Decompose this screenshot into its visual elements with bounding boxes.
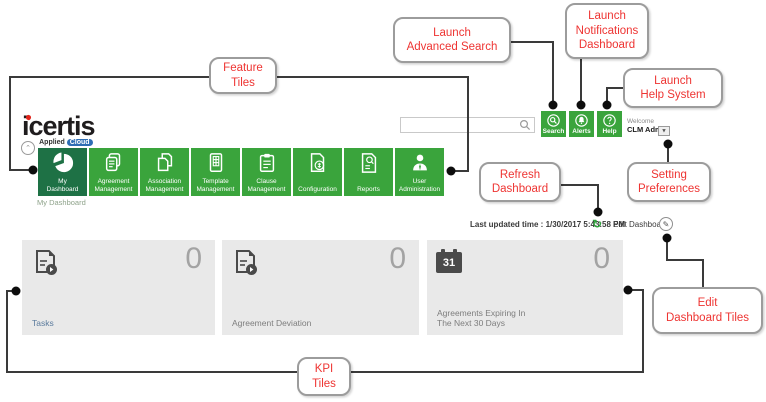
tile-label: User Administration: [398, 178, 441, 193]
chevron-down-icon: ▼: [662, 128, 666, 134]
agreement-docs-icon: [105, 153, 120, 172]
clipboard-icon: [259, 153, 274, 172]
bell-circle-icon: [575, 113, 588, 127]
alerts-button[interactable]: Alerts: [569, 111, 594, 137]
callout-kpi-tiles: KPI Tiles: [297, 357, 351, 396]
user-preferences-dropdown[interactable]: ▼: [658, 126, 670, 136]
advanced-search-connector: [511, 41, 554, 104]
connector-dot: [11, 286, 21, 296]
edit-tiles-connector: [666, 239, 704, 288]
task-document-icon: [36, 250, 57, 275]
callout-launch-help-system: Launch Help System: [623, 68, 723, 108]
tile-label: My Dashboard: [46, 178, 79, 193]
welcome-label: Welcome: [627, 118, 654, 125]
refresh-icon[interactable]: ↻: [592, 217, 603, 231]
task-document-icon: [236, 250, 257, 275]
calendar-icon: 31: [436, 249, 462, 273]
help-button-label: Help: [602, 127, 617, 135]
connector-dot: [28, 165, 38, 175]
search-icon: [519, 119, 531, 131]
tile-template-management[interactable]: Template Management: [191, 148, 240, 196]
refresh-dashboard-connector: [561, 184, 599, 211]
search-input[interactable]: [401, 120, 519, 130]
connector-dot: [663, 139, 673, 149]
tile-label: Clause Management: [247, 178, 286, 193]
icertis-logo: icertis Applied Cloud: [22, 111, 96, 146]
edit-dashboard-label: Edit Dashboard: [613, 220, 669, 229]
kpi-title: Tasks: [32, 318, 54, 328]
callout-refresh-dashboard: Refresh Dashboard: [479, 162, 561, 202]
connector-dot: [593, 207, 603, 217]
pie-chart-icon: [52, 152, 73, 173]
calendar-day: 31: [436, 252, 462, 273]
kpi-title: Agreements Expiring In The Next 30 Days: [437, 308, 526, 328]
tile-user-administration[interactable]: User Administration: [395, 148, 444, 196]
pencil-glyph: ✎: [662, 219, 670, 229]
user-icon: [412, 154, 427, 171]
tile-label: Agreement Management: [94, 178, 133, 193]
callout-edit-dashboard-tiles: Edit Dashboard Tiles: [652, 287, 763, 334]
connector-dot: [548, 100, 558, 110]
tile-agreement-management[interactable]: Agreement Management: [89, 148, 138, 196]
connector-dot: [446, 166, 456, 176]
pencil-icon[interactable]: ✎: [659, 217, 673, 231]
tile-configuration[interactable]: Configuration: [293, 148, 342, 196]
alerts-button-label: Alerts: [572, 127, 591, 135]
tile-label: Reports: [357, 185, 380, 193]
association-docs-icon: [157, 153, 172, 172]
callout-launch-notifications: Launch Notifications Dashboard: [565, 3, 649, 59]
report-magnifier-icon: [361, 153, 376, 173]
tile-label: Template Management: [196, 178, 235, 193]
last-updated-label: Last updated time : 1/30/2017 5:43:58 PM: [470, 220, 626, 229]
connector-dot: [662, 233, 672, 243]
help-button[interactable]: Help: [597, 111, 622, 137]
callout-feature-tiles: Feature Tiles: [209, 57, 277, 94]
kpi-value: 0: [593, 242, 610, 275]
callout-launch-advanced-search: Launch Advanced Search: [393, 17, 511, 63]
tile-association-management[interactable]: Association Management: [140, 148, 189, 196]
kpi-value: 0: [185, 242, 202, 275]
search-button-label: Search: [542, 127, 565, 135]
tile-reports[interactable]: Reports: [344, 148, 393, 196]
chevron-up-icon[interactable]: ⌃: [21, 141, 35, 155]
tile-label: Configuration: [298, 185, 337, 193]
welcome-block: Welcome CLM Admin: [627, 118, 668, 134]
kpi-tile-agreements-expiring[interactable]: 31 0 Agreements Expiring In The Next 30 …: [427, 240, 623, 335]
search-button[interactable]: Search: [541, 111, 566, 137]
tile-my-dashboard[interactable]: My Dashboard: [38, 148, 87, 196]
connector-dot: [602, 100, 612, 110]
kpi-tile-tasks[interactable]: 0 Tasks: [22, 240, 215, 335]
magnifier-circle-icon: [547, 113, 560, 127]
breadcrumb: My Dashboard: [37, 198, 86, 207]
help-system-connector: [606, 87, 623, 104]
logo-wordmark: icertis: [22, 111, 96, 141]
tile-label: Association Management: [145, 178, 184, 193]
current-user-label: CLM Admin: [627, 125, 669, 134]
configuration-doc-icon: [310, 153, 324, 172]
callout-setting-preferences: Setting Preferences: [627, 162, 711, 202]
kpi-tile-agreement-deviation[interactable]: 0 Agreement Deviation: [222, 240, 419, 335]
connector-dot: [576, 100, 586, 110]
template-table-icon: [209, 153, 222, 172]
tile-clause-management[interactable]: Clause Management: [242, 148, 291, 196]
connector-dot: [623, 285, 633, 295]
kpi-value: 0: [389, 242, 406, 275]
kpi-title: Agreement Deviation: [232, 318, 312, 328]
global-search-box: [400, 117, 535, 133]
question-circle-icon: [603, 113, 616, 127]
